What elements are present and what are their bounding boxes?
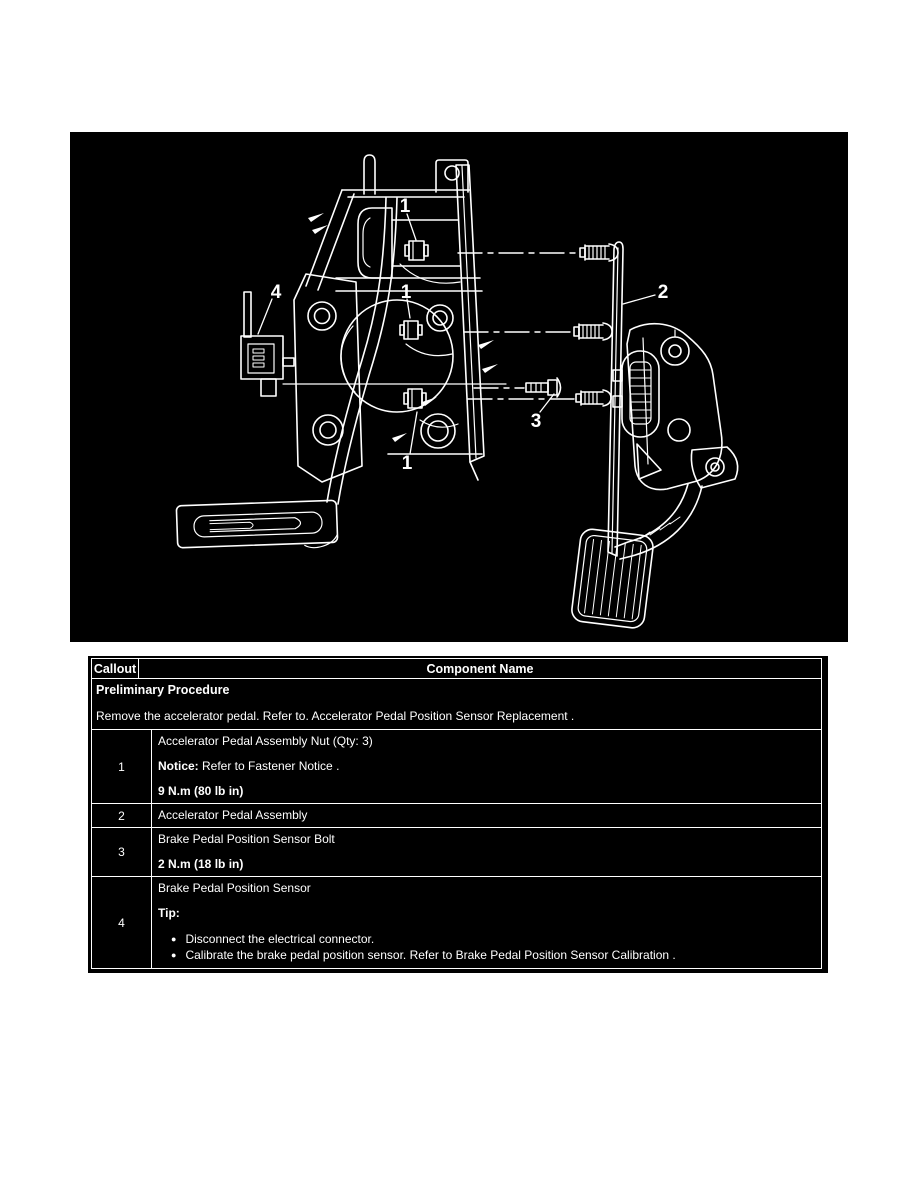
callout-1-bottom: 1: [402, 453, 413, 474]
torque-spec: 9 N.m (80 lb in): [158, 784, 244, 798]
callout-table: Callout Component Name Preliminary Proce…: [91, 658, 822, 969]
callout-4: 4: [271, 282, 282, 303]
pedal-assembly-svg: 1 1 4 2 3 1: [175, 154, 739, 629]
component-cell: Brake Pedal Position Sensor Tip: ● Discon…: [152, 877, 821, 968]
stud-centerlines: [457, 252, 581, 400]
brake-pedal-position-sensor-bolt: [525, 377, 562, 398]
torque-spec: 2 N.m (18 lb in): [158, 857, 244, 871]
bullet-icon: ●: [171, 934, 177, 944]
component-name-text: Brake Pedal Position Sensor Bolt: [158, 832, 335, 846]
component-name-text: Brake Pedal Position Sensor: [158, 881, 311, 895]
brake-pedal-bracket: [293, 154, 498, 483]
table-row-4: 4 Brake Pedal Position Sensor Tip: ● Disc…: [92, 876, 821, 968]
table-row-3: 3 Brake Pedal Position Sensor Bolt 2 N.m…: [92, 827, 821, 876]
notice-line: Notice: Refer to Fastener Notice .: [158, 759, 815, 773]
nut-bottom: [403, 388, 427, 409]
component-cell: Accelerator Pedal Assembly Nut (Qty: 3) …: [152, 730, 821, 803]
mounting-studs: [457, 243, 619, 407]
nut-top: [404, 240, 429, 261]
preliminary-procedure-text: Remove the accelerator pedal. Refer to. …: [96, 709, 575, 723]
callout-labels: 1 1 4 2 3 1: [271, 196, 669, 474]
preliminary-procedure-cell: Preliminary Procedure Remove the acceler…: [92, 679, 578, 729]
accelerator-pedal-assembly-nuts: [399, 240, 429, 409]
component-name-text: Accelerator Pedal Assembly: [158, 808, 308, 822]
callout-1-top: 1: [400, 196, 411, 217]
component-cell: Accelerator Pedal Assembly: [152, 804, 821, 827]
callout-column-header: Callout: [92, 659, 139, 678]
notice-text: Refer to Fastener Notice .: [198, 759, 340, 773]
stud-middle: [573, 322, 613, 341]
preliminary-procedure-title: Preliminary Procedure: [96, 683, 230, 697]
callout-2: 2: [658, 282, 669, 303]
brake-pedal: [175, 197, 398, 549]
callout-leader-lines: [257, 213, 656, 455]
list-item: ● Disconnect the electrical connector.: [158, 931, 815, 947]
table-header-row: Callout Component Name: [92, 659, 821, 678]
brake-pedal-position-sensor: [240, 291, 507, 397]
callout-number-cell: 3: [92, 828, 152, 876]
preliminary-procedure-row: Preliminary Procedure Remove the acceler…: [92, 678, 821, 729]
nut-middle: [399, 320, 423, 340]
callout-table-frame: Callout Component Name Preliminary Proce…: [88, 656, 828, 973]
bullet-text: Calibrate the brake pedal position senso…: [185, 948, 676, 962]
tip-bullet-list: ● Disconnect the electrical connector. ● C…: [158, 931, 815, 963]
bullet-icon: ●: [171, 950, 177, 960]
component-name-column-header: Component Name: [426, 662, 534, 676]
list-item: ● Calibrate the brake pedal position sens…: [158, 947, 815, 963]
callout-3: 3: [531, 411, 542, 432]
accelerator-pedal-assembly: [571, 241, 739, 629]
component-name-text: Accelerator Pedal Assembly Nut (Qty: 3): [158, 734, 373, 748]
callout-number-cell: 4: [92, 877, 152, 968]
component-cell: Brake Pedal Position Sensor Bolt 2 N.m (…: [152, 828, 821, 876]
table-row-1: 1 Accelerator Pedal Assembly Nut (Qty: 3…: [92, 729, 821, 803]
callout-1-middle: 1: [401, 282, 412, 303]
bullet-text: Disconnect the electrical connector.: [185, 932, 375, 946]
callout-number-cell: 2: [92, 804, 152, 827]
accelerator-pedal-pad: [571, 528, 654, 629]
hatch-marks: [308, 213, 498, 442]
pedal-assembly-illustration: 1 1 4 2 3 1: [70, 132, 848, 642]
stud-bottom: [575, 389, 612, 407]
stud-top: [579, 243, 619, 262]
notice-label: Notice:: [158, 759, 199, 773]
table-row-2: 2 Accelerator Pedal Assembly: [92, 803, 821, 827]
callout-number-cell: 1: [92, 730, 152, 803]
tip-label: Tip:: [158, 906, 180, 920]
